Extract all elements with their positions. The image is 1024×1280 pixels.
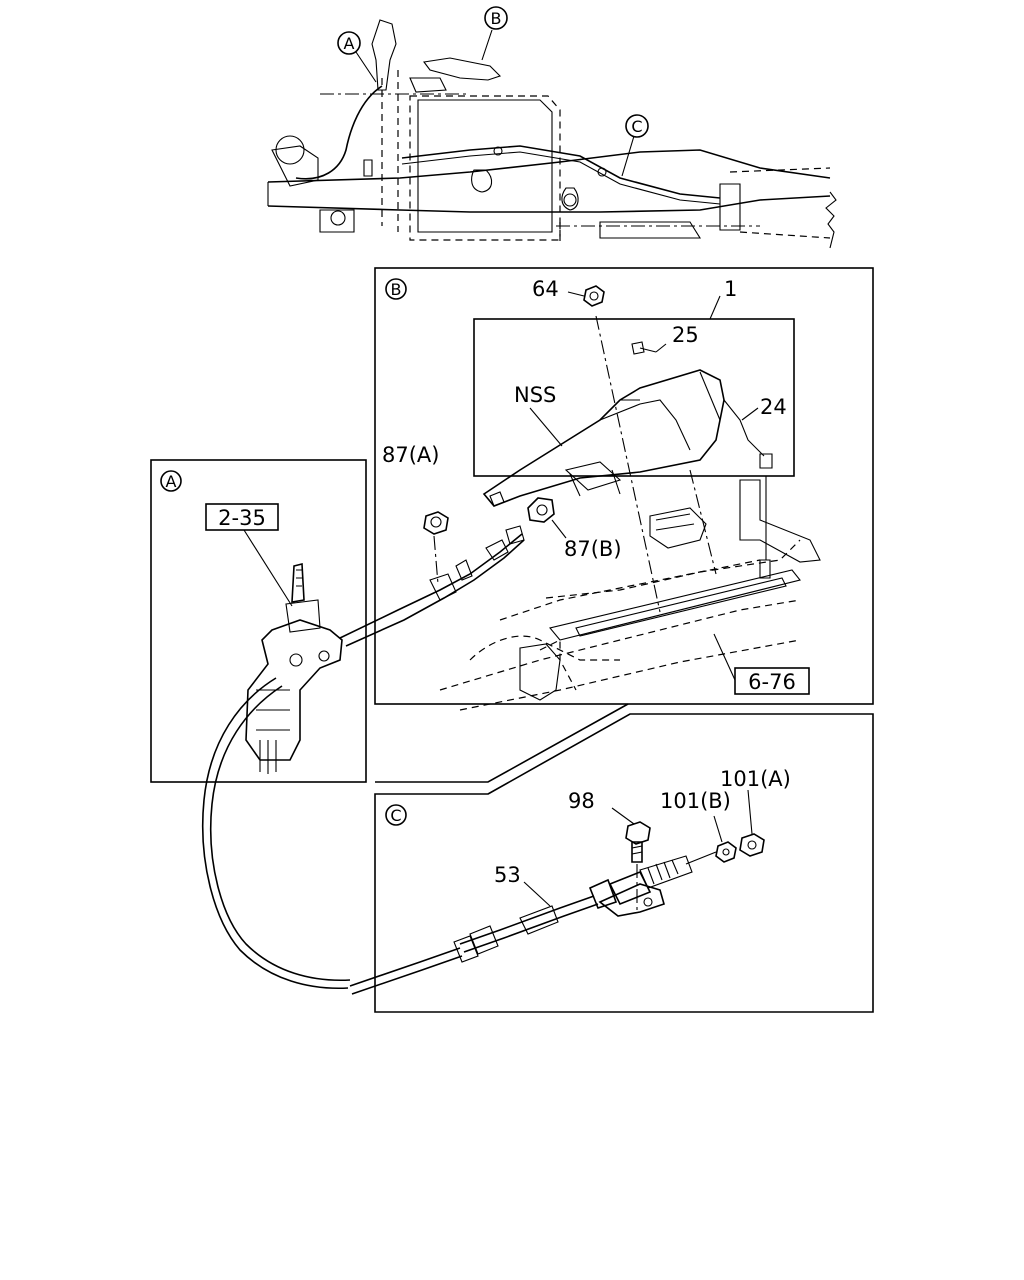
overview-callout-b: B <box>484 6 508 30</box>
label-part-24: 24 <box>760 395 787 419</box>
panel-a-frame <box>150 459 367 783</box>
label-part-87a: 87(A) <box>382 443 439 467</box>
leader-101a <box>747 789 753 835</box>
label-part-101a: 101(A) <box>720 767 791 791</box>
panel-c: C <box>349 789 765 995</box>
label-part-1: 1 <box>724 277 737 301</box>
panel-b-frame <box>374 267 874 705</box>
leader-53 <box>523 881 551 907</box>
leader-24 <box>741 407 759 421</box>
nut-101a <box>739 833 765 857</box>
label-part-87b: 87(B) <box>564 537 622 561</box>
label-part-98: 98 <box>568 789 595 813</box>
panel-b: B <box>339 267 874 711</box>
shift-lever-assembly <box>245 562 343 774</box>
svg-text:C: C <box>390 806 401 825</box>
panel-a: A 2-35 <box>150 459 367 783</box>
overview-callout-c: C <box>625 114 649 138</box>
panel-b-tag: B <box>385 278 407 300</box>
ref-box-2-35: 2-35 <box>205 503 279 531</box>
bolt-25 <box>631 341 667 355</box>
svg-text:B: B <box>391 280 402 299</box>
svg-text:A: A <box>344 34 355 53</box>
leader-2-35 <box>243 529 293 607</box>
label-part-25: 25 <box>672 323 699 347</box>
label-part-53: 53 <box>494 863 521 887</box>
nut-87b <box>527 497 567 539</box>
vehicle-overview <box>267 19 837 249</box>
nut-64 <box>567 285 605 307</box>
long-brake-cable <box>201 677 349 990</box>
parking-brake-lever <box>482 369 773 507</box>
nut-87a <box>423 511 449 585</box>
svg-text:2-35: 2-35 <box>218 506 266 530</box>
label-nss: NSS <box>514 383 556 407</box>
overview-callout-a: A <box>337 31 361 55</box>
nut-101b <box>715 841 737 863</box>
lever-assembly-box <box>473 318 795 477</box>
leader-98 <box>611 807 635 825</box>
svg-text:A: A <box>166 472 177 491</box>
svg-text:C: C <box>631 117 642 136</box>
leader-1 <box>709 295 721 320</box>
label-part-101b: 101(B) <box>660 789 731 813</box>
panel-a-tag: A <box>160 470 182 492</box>
svg-text:B: B <box>491 9 502 28</box>
panel-b-c-connector <box>374 703 874 1013</box>
leader-101b <box>713 815 723 843</box>
bolt-98 <box>625 821 651 912</box>
leader-nss <box>529 407 563 447</box>
svg-text:6-76: 6-76 <box>748 670 796 694</box>
panel-c-tag: C <box>385 804 407 826</box>
label-part-64: 64 <box>532 277 559 301</box>
ref-box-6-76: 6-76 <box>713 633 810 695</box>
